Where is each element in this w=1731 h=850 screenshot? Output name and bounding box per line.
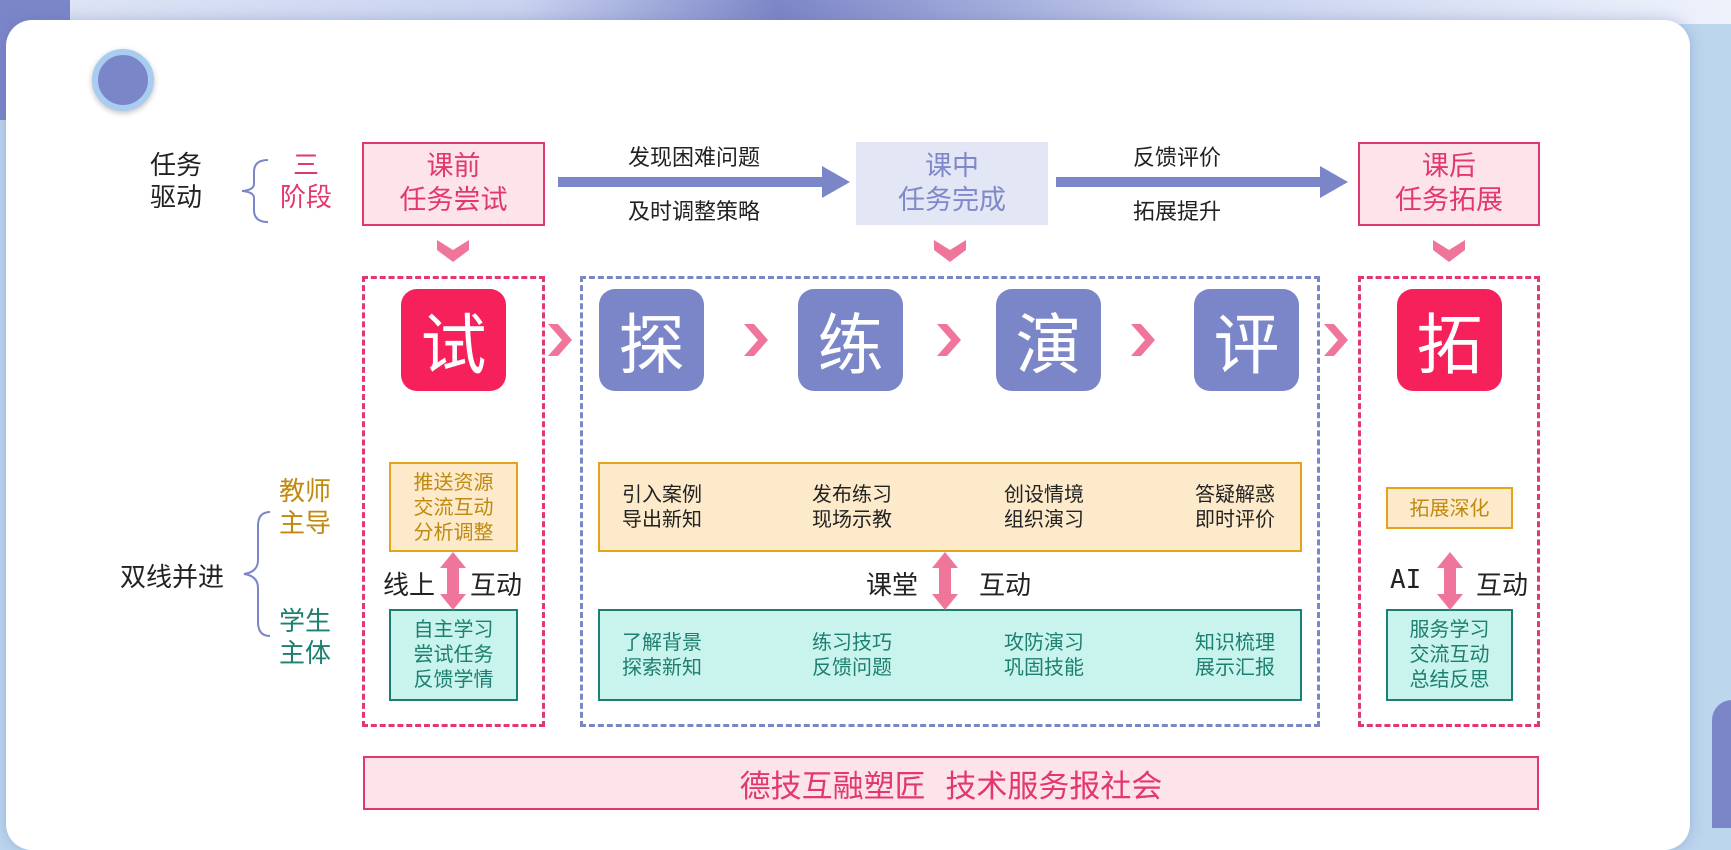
chevron-right-icon-4 [1131,324,1155,356]
in-link-right-label: 互动 [979,571,1032,601]
double-arrow-icon-3 [1437,552,1463,610]
step-extend: 拓 [1397,289,1502,391]
in-teacher-line2: 组织演习 [1004,507,1084,531]
step-try: 试 [401,289,506,391]
teacher-label-line1: 教师 [279,477,332,507]
in-teacher-line2: 现场示教 [812,507,892,531]
stage-in-line1: 课中 [925,150,979,182]
stage-post-class: 课后 任务拓展 [1358,142,1540,226]
pre-link-left-label: 线上 [383,571,436,601]
in-teacher-line2: 导出新知 [622,507,702,531]
student-label-line2: 主体 [279,639,332,669]
chevron-down-icon [437,240,469,262]
brace-icon [241,159,269,223]
student-label-line1: 学生 [279,607,332,637]
in-teacher-item: 发布练习现场示教 [812,482,892,532]
post-student-box: 服务学习 交流互动 总结反思 [1386,609,1513,701]
dual-line-label: 双线并进 [120,563,225,593]
in-student-line1: 了解背景 [622,630,702,654]
task-driven-label: 任务 驱动 [150,150,202,214]
chevron-down-icon-2 [934,240,966,262]
arrow-right-icon-2 [1056,166,1348,198]
pre-student-item: 反馈学情 [413,667,494,691]
in-student-line2: 展示汇报 [1195,655,1275,679]
in-class-frame [580,276,1320,727]
step-perform: 演 [996,289,1101,391]
student-subject-label: 学生 主体 [279,606,331,670]
corner-decoration-right [1712,700,1731,828]
in-link-left-label: 课堂 [866,571,919,601]
in-student-line1: 攻防演习 [1004,630,1084,654]
task-label-line2: 驱动 [150,183,203,213]
teacher-lead-label: 教师 主导 [279,476,331,540]
in-student-item: 练习技巧反馈问题 [812,630,892,680]
chevron-down-icon-3 [1433,240,1465,262]
in-teacher-line1: 答疑解惑 [1195,482,1275,506]
step-practice: 练 [798,289,903,391]
in-teacher-line2: 即时评价 [1195,507,1275,531]
in-student-item: 知识梳理展示汇报 [1195,630,1275,680]
pre-student-box: 自主学习 尝试任务 反馈学情 [389,609,518,701]
pre-teacher-box: 推送资源 交流互动 分析调整 [389,462,518,552]
in-student-box [598,609,1302,701]
three-stage-label: 三 阶段 [280,150,332,214]
in-teacher-item: 引入案例导出新知 [622,482,702,532]
post-link-left-label: AI [1390,565,1422,595]
chevron-right-icon [548,324,572,356]
pre-link-right-label: 互动 [470,571,523,601]
post-student-item: 交流互动 [1409,642,1490,666]
in-student-line2: 反馈问题 [812,655,892,679]
in-student-line2: 巩固技能 [1004,655,1084,679]
stage-post-line2: 任务拓展 [1395,185,1503,216]
in-student-line1: 知识梳理 [1195,630,1275,654]
teacher-label-line2: 主导 [279,509,332,539]
post-student-item: 服务学习 [1409,617,1490,641]
pre-teacher-item: 交流互动 [413,495,494,519]
arrow2-top-label: 反馈评价 [1133,146,1222,171]
three-label-line1: 三 [293,151,320,181]
post-teacher-box: 拓展深化 [1386,487,1513,529]
step-evaluate: 评 [1194,289,1299,391]
three-label-line2: 阶段 [280,183,333,213]
slogan-banner: 德技互融塑匠 技术服务报社会 [363,756,1539,810]
stage-pre-line1: 课前 [426,151,481,182]
arrow-right-icon [558,166,850,198]
arrow1-bottom-label: 及时调整策略 [628,200,761,225]
in-student-line1: 练习技巧 [812,630,892,654]
task-label-line1: 任务 [150,151,203,181]
post-link-right-label: 互动 [1476,571,1529,601]
stage-post-line1: 课后 [1422,151,1476,182]
pre-teacher-item: 推送资源 [413,470,494,494]
in-teacher-line1: 发布练习 [812,482,892,506]
in-student-item: 了解背景探索新知 [622,630,702,680]
step-explore: 探 [599,289,704,391]
chevron-right-icon-3 [937,324,961,356]
in-student-item: 攻防演习巩固技能 [1004,630,1084,680]
in-teacher-item: 创设情境组织演习 [1004,482,1084,532]
in-teacher-item: 答疑解惑即时评价 [1195,482,1275,532]
arrow1-top-label: 发现困难问题 [628,146,761,171]
pre-class-frame [362,276,545,727]
in-teacher-box [598,462,1302,552]
post-student-item: 总结反思 [1409,667,1490,691]
in-teacher-line1: 创设情境 [1004,482,1084,506]
chevron-right-icon-2 [744,324,768,356]
stage-in-line2: 任务完成 [898,184,1006,216]
brace-icon-2 [243,511,271,637]
stage-pre-line2: 任务尝试 [399,185,508,216]
pre-student-item: 自主学习 [413,617,494,641]
stage-in-class: 课中 任务完成 [856,142,1048,225]
stage-pre-class: 课前 任务尝试 [362,142,545,226]
decorative-dot-icon [92,49,154,111]
post-class-frame [1358,276,1540,727]
chevron-right-icon-5 [1324,324,1348,356]
double-arrow-icon [440,552,466,610]
arrow2-bottom-label: 拓展提升 [1133,200,1222,225]
pre-teacher-item: 分析调整 [413,520,494,544]
post-teacher-item: 拓展深化 [1409,496,1490,520]
in-teacher-line1: 引入案例 [622,482,702,506]
double-arrow-icon-2 [932,552,958,610]
pre-student-item: 尝试任务 [413,642,494,666]
in-student-line2: 探索新知 [622,655,702,679]
